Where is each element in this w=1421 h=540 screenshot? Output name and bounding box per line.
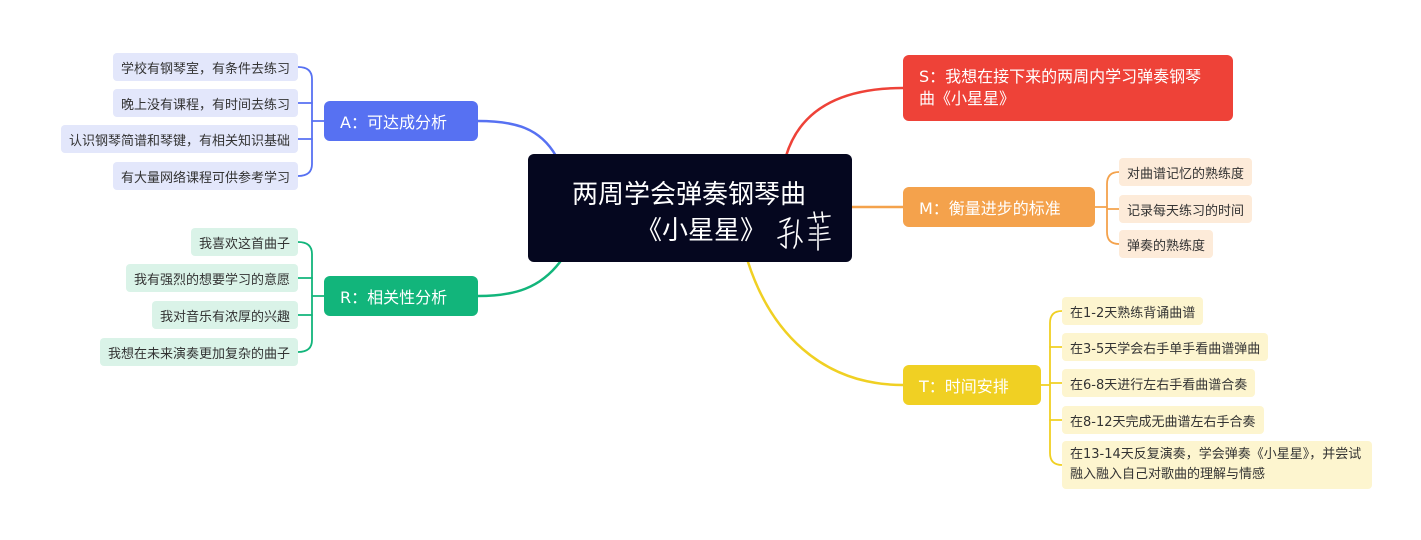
- links-t-leaves: [1040, 310, 1063, 466]
- central-topic-line1: 两周学会弹奏钢琴曲: [572, 180, 807, 210]
- leaf-t-1[interactable]: 在1-2天熟练背诵曲谱: [1062, 297, 1204, 325]
- leaf-t-4[interactable]: 在8-12天完成无曲谱左右手合奏: [1062, 406, 1264, 434]
- leaf-t-5[interactable]: 在13-14天反复演奏，学会弹奏《小星星》，并尝试融入融入自己对歌曲的理解与情感: [1062, 441, 1372, 489]
- branch-a[interactable]: A：可达成分析: [324, 101, 478, 141]
- links-a-leaves: [297, 66, 325, 177]
- leaf-m-3[interactable]: 弹奏的熟练度: [1119, 230, 1214, 258]
- leaf-a-3[interactable]: 认识钢琴简谱和琴键，有相关知识基础: [60, 125, 298, 153]
- leaf-t-3[interactable]: 在6-8天进行左右手看曲谱合奏: [1062, 369, 1256, 397]
- signature-image: [777, 211, 831, 251]
- links-r-leaves: [297, 241, 325, 353]
- leaf-r-3[interactable]: 我对音乐有浓厚的兴趣: [151, 301, 298, 329]
- leaf-a-2[interactable]: 晚上没有课程，有时间去练习: [112, 89, 298, 117]
- leaf-t-2[interactable]: 在3-5天学会右手单手看曲谱弹曲: [1062, 333, 1269, 361]
- link-center-s: [784, 86, 905, 158]
- central-topic[interactable]: 两周学会弹奏钢琴曲 《小星星》: [528, 154, 852, 262]
- link-center-a: [476, 119, 558, 158]
- leaf-a-4[interactable]: 有大量网络课程可供参考学习: [112, 162, 298, 190]
- links-m-leaves: [1094, 171, 1120, 245]
- leaf-r-1[interactable]: 我喜欢这首曲子: [190, 228, 298, 256]
- central-topic-line2: 《小星星》: [636, 216, 767, 246]
- link-center-t: [746, 260, 905, 387]
- leaf-r-2[interactable]: 我有强烈的想要学习的意愿: [125, 264, 298, 292]
- link-center-r: [476, 260, 562, 298]
- leaf-a-1[interactable]: 学校有钢琴室，有条件去练习: [112, 53, 298, 81]
- leaf-m-1[interactable]: 对曲谱记忆的熟练度: [1119, 158, 1253, 186]
- branch-t[interactable]: T：时间安排: [903, 365, 1041, 405]
- branch-m[interactable]: M：衡量进步的标准: [903, 187, 1095, 227]
- branch-s[interactable]: S：我想在接下来的两周内学习弹奏钢琴曲《小星星》: [903, 55, 1233, 121]
- leaf-r-4[interactable]: 我想在未来演奏更加复杂的曲子: [99, 338, 298, 366]
- leaf-m-2[interactable]: 记录每天练习的时间: [1119, 195, 1253, 223]
- branch-r[interactable]: R：相关性分析: [324, 276, 478, 316]
